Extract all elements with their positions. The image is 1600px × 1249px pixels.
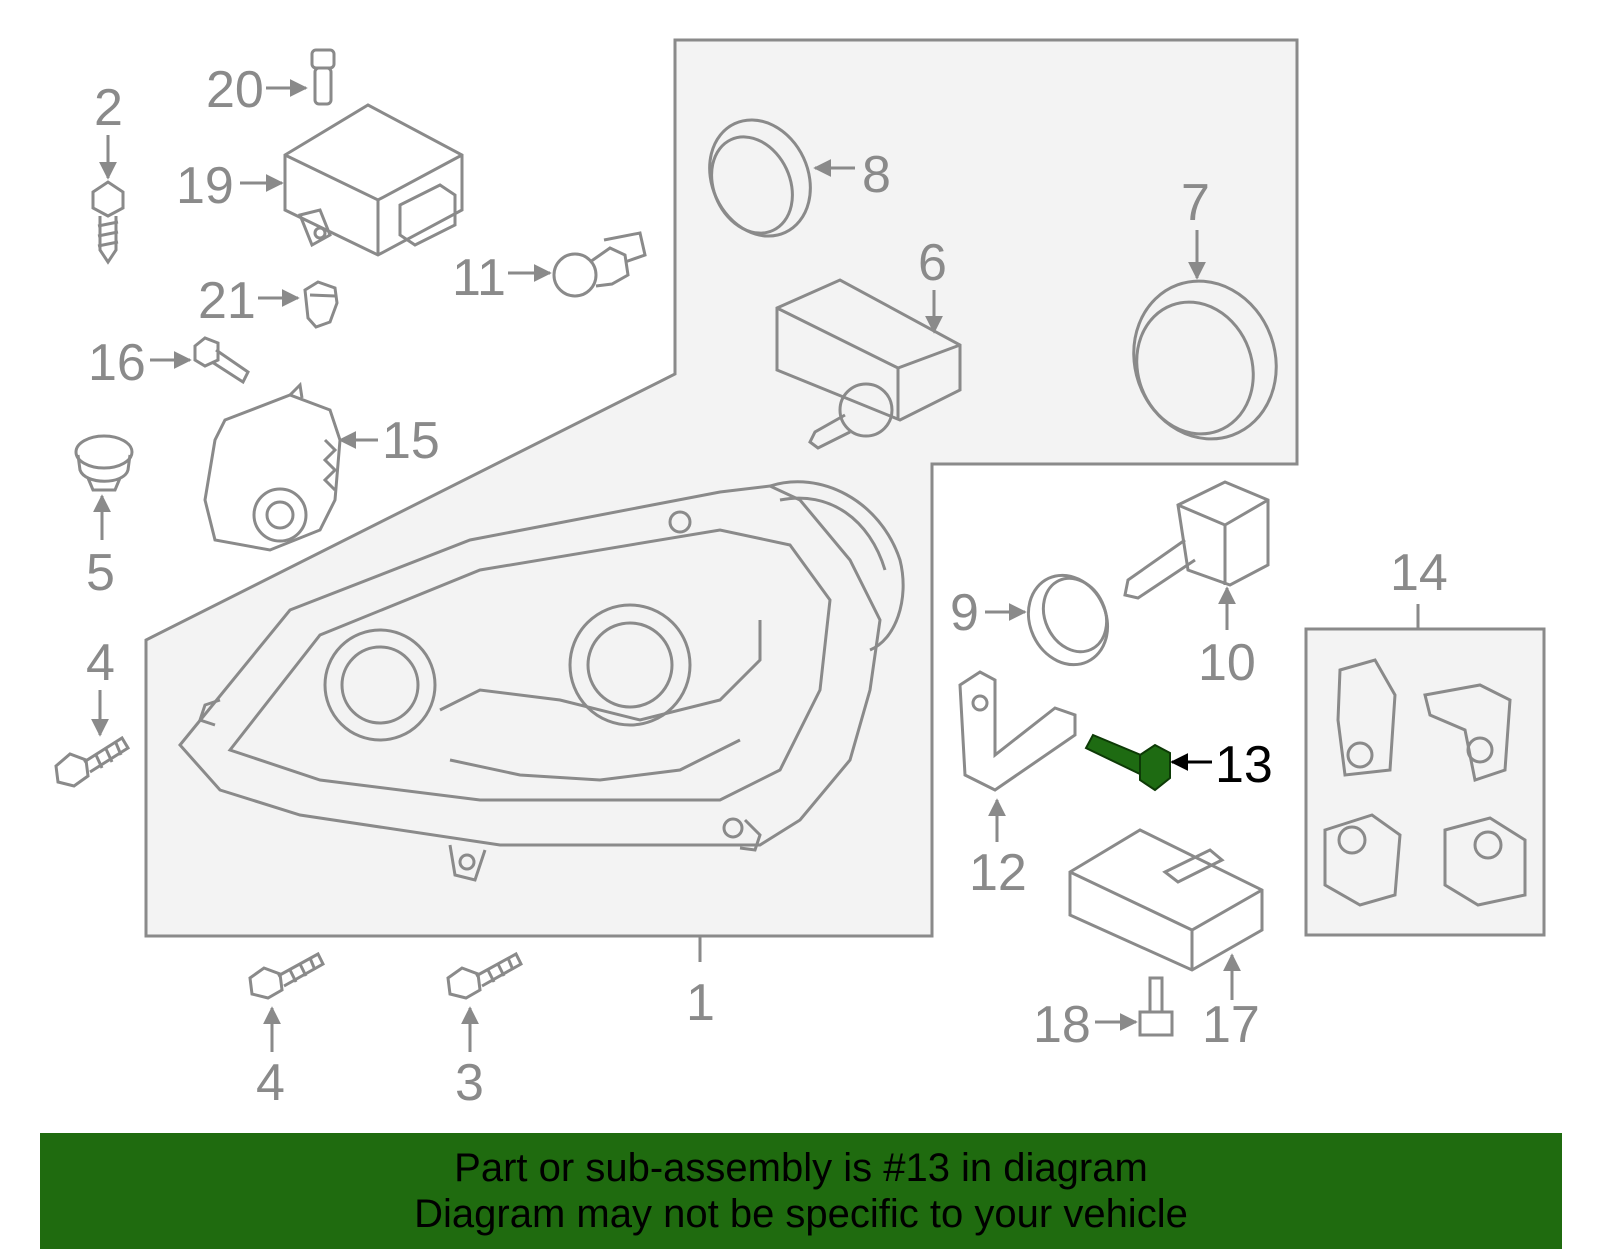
callout-2: 2 — [94, 79, 123, 137]
ballast-part-17 — [1068, 828, 1264, 972]
callout-18: 18 — [1033, 996, 1091, 1054]
callout-14: 14 — [1390, 544, 1448, 602]
callout-7: 7 — [1181, 174, 1210, 232]
bracket-part-12 — [958, 670, 1077, 792]
bolt-part-20 — [310, 48, 336, 106]
headlamp-housing — [178, 480, 905, 882]
callout-20: 20 — [206, 61, 264, 119]
clip-part-21 — [303, 280, 339, 329]
cap-part-5 — [74, 434, 134, 492]
banner-disclaimer: Diagram may not be specific to your vehi… — [414, 1192, 1188, 1236]
screw-part-2 — [91, 180, 125, 265]
control-module-part-19 — [283, 103, 464, 257]
callout-13: 13 — [1215, 736, 1273, 794]
screw-part-3 — [446, 951, 523, 1000]
info-banner: Part or sub-assembly is #13 in diagram D… — [40, 1133, 1562, 1249]
callout-3: 3 — [455, 1054, 484, 1112]
callout-8: 8 — [862, 146, 891, 204]
callout-10: 10 — [1198, 634, 1256, 692]
callout-17: 17 — [1202, 996, 1260, 1054]
callout-12: 12 — [969, 844, 1027, 902]
bracket-part-15 — [203, 381, 342, 552]
screw-part-4-left — [54, 735, 131, 788]
callout-19: 19 — [176, 157, 234, 215]
callout-5: 5 — [86, 544, 115, 602]
bracket-kit-panel — [1304, 627, 1546, 937]
callout-9: 9 — [950, 584, 979, 642]
screw-part-4-bottom — [248, 951, 325, 1000]
cover-ring-part-7 — [1132, 279, 1278, 441]
callout-6: 6 — [918, 234, 947, 292]
xenon-bulb-part-10 — [1123, 480, 1270, 600]
callout-16: 16 — [88, 334, 146, 392]
callout-11: 11 — [452, 249, 506, 307]
callout-21: 21 — [198, 272, 256, 330]
callout-4-left: 4 — [86, 634, 115, 692]
leveling-motor-part-6 — [775, 278, 962, 450]
banner-part-note: Part or sub-assembly is #13 in diagram — [454, 1146, 1148, 1190]
screw-part-13-highlighted — [1084, 733, 1171, 792]
bulb-retainer-part-9 — [1026, 573, 1110, 667]
bulb-part-11 — [552, 231, 647, 298]
bolt-part-16 — [193, 336, 250, 385]
callout-15: 15 — [382, 412, 440, 470]
seal-ring-part-8 — [708, 118, 812, 238]
callout-4-bottom: 4 — [256, 1054, 285, 1112]
bolt-part-18 — [1138, 976, 1174, 1037]
callout-1: 1 — [686, 974, 715, 1032]
bracket-kit-part-14 — [1323, 658, 1527, 907]
